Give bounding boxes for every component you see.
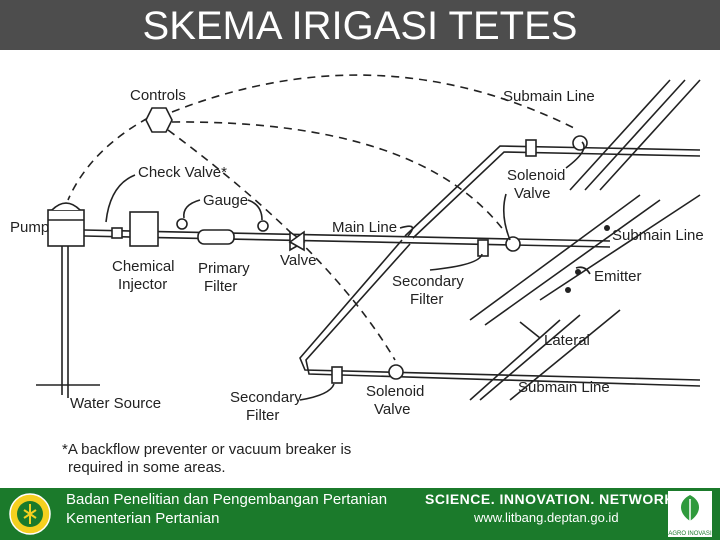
lateral-3 — [599, 79, 701, 191]
drip-irrigation-diagram: Controls Submain Line Check Valve* Gauge… — [10, 74, 704, 476]
footer: Badan Penelitian dan Pengembangan Pertan… — [0, 488, 720, 540]
arrow-lateral — [519, 321, 541, 339]
ministry-logo-icon — [9, 493, 51, 535]
arrow-secondary-bottom — [299, 383, 335, 401]
label-lateral: Lateral — [544, 332, 590, 349]
secondary-filter-top — [525, 139, 537, 157]
main-line-diagonal-b — [412, 151, 605, 239]
emitter-dot — [575, 269, 581, 275]
control-wire-top — [171, 74, 579, 131]
main-line-down-a — [299, 239, 701, 381]
solenoid-mid — [505, 236, 521, 252]
footer-org-line-1: Badan Penelitian dan Pengembangan Pertan… — [66, 491, 388, 508]
label-valve: Valve — [280, 252, 316, 269]
arrow-solenoid-top — [565, 141, 585, 169]
lateral-2 — [584, 79, 686, 191]
solenoid-bottom — [388, 364, 404, 380]
main-line-diagonal-a — [404, 145, 601, 237]
leaf-icon — [681, 495, 699, 521]
secondary-filter-bottom — [331, 366, 343, 384]
label-emitter: Emitter — [594, 268, 642, 285]
solenoid-top — [572, 135, 588, 151]
label-submain-mid: Submain Line — [612, 227, 704, 244]
title-bar: SKEMA IRIGASI TETES — [0, 0, 720, 50]
footnote-line-1: *A backflow preventer or vacuum breaker … — [62, 441, 351, 458]
label-chemical-injector-1: Chemical — [112, 258, 175, 275]
gauge-left — [176, 218, 188, 230]
label-submain-top: Submain Line — [503, 88, 595, 105]
footer-url[interactable]: www.litbang.deptan.go.id — [474, 510, 619, 525]
footer-org-line-2: Kementerian Pertanian — [66, 510, 220, 527]
footer-slogan: SCIENCE. INNOVATION. NETWORKS — [425, 491, 685, 507]
arrow-secondary-mid — [429, 253, 483, 271]
label-secondary-filter-bottom-2: Filter — [246, 407, 279, 424]
label-secondary-filter-mid-1: Secondary — [392, 273, 464, 290]
label-primary-filter-2: Filter — [204, 278, 237, 295]
label-submain-bottom: Submain Line — [518, 379, 610, 396]
lateral-5 — [484, 199, 661, 326]
secondary-filter-mid — [477, 239, 489, 257]
emitter-dot — [565, 287, 571, 293]
arrow-solenoid-mid — [502, 193, 511, 241]
lateral-8 — [479, 314, 581, 401]
label-solenoid-top-1: Solenoid — [507, 167, 565, 184]
lateral-7 — [469, 319, 561, 401]
label-controls: Controls — [130, 87, 186, 104]
label-pump: Pump — [10, 219, 49, 236]
label-secondary-filter-mid-2: Filter — [410, 291, 443, 308]
arrow-check-valve — [105, 174, 136, 223]
label-check-valve: Check Valve* — [138, 164, 227, 181]
agro-inovasi-logo: AGRO INOVASI — [668, 491, 712, 537]
label-main-line: Main Line — [332, 219, 397, 236]
control-wire-mid — [171, 121, 506, 233]
label-gauge: Gauge — [203, 192, 248, 209]
arrow-gauge-left — [183, 199, 201, 219]
label-solenoid-bottom-2: Valve — [374, 401, 410, 418]
label-primary-filter-1: Primary — [198, 260, 250, 277]
main-line-top — [83, 229, 611, 242]
controls-hexagon — [145, 107, 173, 133]
page-title: SKEMA IRIGASI TETES — [142, 4, 578, 48]
lateral-9 — [509, 309, 621, 401]
label-secondary-filter-bottom-1: Secondary — [230, 389, 302, 406]
footnote-line-2: required in some areas. — [68, 459, 226, 476]
lateral-1 — [569, 79, 671, 191]
control-wire-pump — [67, 117, 149, 201]
label-solenoid-bottom-1: Solenoid — [366, 383, 424, 400]
gauge-right — [257, 220, 269, 232]
agro-inovasi-label: AGRO INOVASI — [668, 531, 712, 537]
label-solenoid-top-2: Valve — [514, 185, 550, 202]
pump-top — [51, 202, 81, 211]
label-water-source: Water Source — [70, 395, 161, 412]
arrow-emitter — [575, 266, 591, 275]
main-line-bottom — [83, 235, 611, 248]
label-chemical-injector-2: Injector — [118, 276, 167, 293]
primary-filter — [197, 229, 235, 245]
pump-body — [47, 209, 85, 247]
lateral-6 — [539, 194, 701, 301]
emitter-dot — [604, 225, 610, 231]
arrow-main-line — [399, 225, 414, 237]
chemical-injector — [129, 211, 159, 247]
lateral-4 — [469, 194, 641, 321]
arrow-gauge-right — [247, 199, 263, 221]
